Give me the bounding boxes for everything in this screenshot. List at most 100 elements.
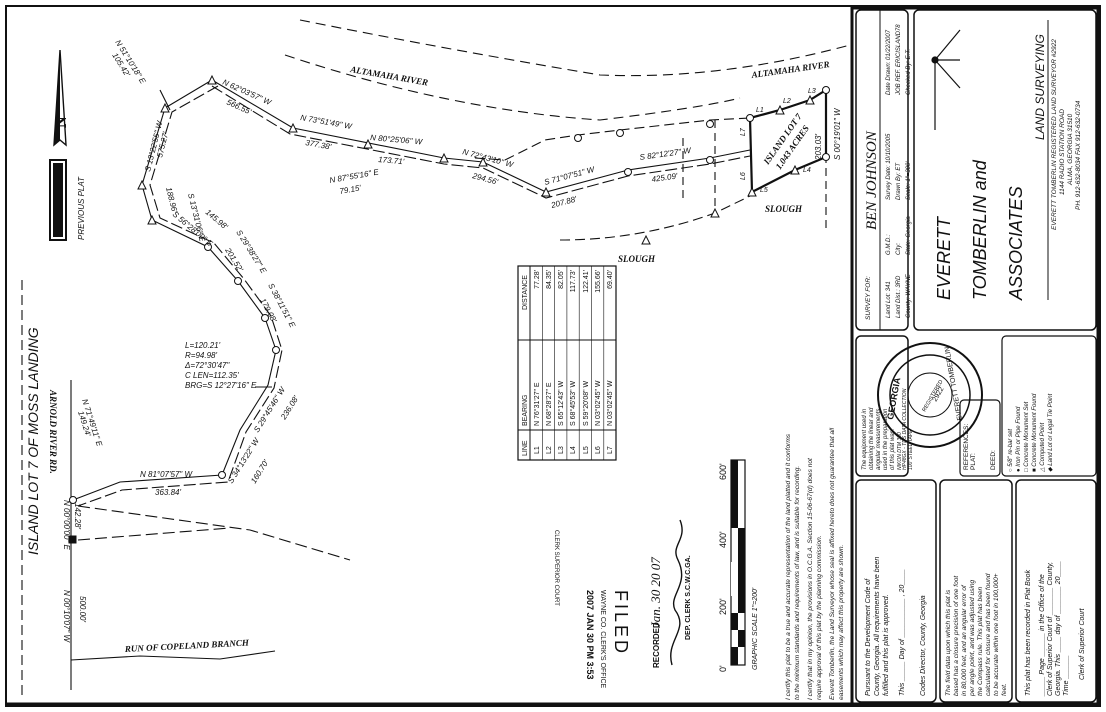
courses-8-distance: 203.03'	[814, 134, 823, 161]
map_labels-l3: L3	[808, 88, 816, 95]
title_block-closure6: calculated for closure and has been foun…	[985, 573, 992, 696]
courses-11-distance: 145.98'	[204, 208, 230, 232]
title_block-closure7: to be accurate within one foot in 100,00…	[993, 573, 1000, 696]
graphic_scale-ticks-3: 600'	[718, 463, 728, 480]
title_block-equipment_text1: The equipment used in	[862, 408, 868, 470]
title_block-equipment_text2: obtaining the linear and	[869, 407, 875, 470]
stamps-recorded_date: Jan. 30 20 07	[648, 557, 663, 628]
graphic_scale-ticks-0: 0'	[718, 665, 728, 672]
certifications-line5: Everett Tomberlin, the Land Surveyor who…	[829, 427, 836, 700]
title_block-gmd: G.M.D.:	[886, 234, 892, 255]
stamps-filed_county: WAYNE CO. CLERK'S OFFICE	[599, 590, 606, 689]
line_table-rows-5-2: 155.66'	[595, 270, 602, 293]
legend: ○ 5/8" re-bar set ● Iron Pin or Pipe Fou…	[1008, 393, 1054, 473]
courses-15-distance: 160.70'	[249, 458, 271, 485]
courses-2-bearing: N 73°51'49" W	[300, 113, 354, 131]
title_block-legend-5: ◆ Land Lot or Legal Tie Point	[1048, 393, 1054, 472]
courses-16-distance: 363.84'	[155, 488, 181, 497]
title_block-legend-0: ○ 5/8" re-bar set	[1008, 429, 1014, 472]
firm-service: LAND SURVEYING	[1033, 34, 1047, 140]
title_block-record5: Time ______	[1063, 655, 1070, 696]
courses-12-distance: 201.52'	[223, 245, 245, 273]
curve-chord-length: C LEN=112.35'	[185, 371, 239, 380]
title_block-record2: _____ Page ______ in the Office of the	[1039, 574, 1046, 697]
courses-19-distance: 500.00'	[78, 596, 87, 622]
title_block-survey_date: Survey Date: 10/10/2005	[886, 133, 892, 200]
line_table-rows-6-2: 69.40'	[607, 270, 614, 289]
title_block-closure3: in 80,000 feet, and an angular error of	[961, 584, 968, 696]
title_block-dev_code5: Codes Director, County, Georgia	[920, 595, 927, 696]
title_block-legend-1: ● Iron Pin or Pipe Found	[1016, 406, 1022, 472]
certifications-line3: I certify that in my opinion, the provis…	[807, 457, 814, 700]
line_table-rows-1-0: L2	[546, 446, 553, 454]
recorded-stamp: RECORDED Jan. 30 20 07 DEP. CLERK S.C.W.…	[648, 519, 692, 668]
tripod-icon	[931, 29, 961, 130]
graphic-scale: 0' 200' 400' 600' GRAPHIC SCALE 1"=200'	[718, 459, 759, 672]
courses-8-bearing: S 00°19'01" W	[833, 107, 842, 160]
title_block-record1: This plat has been recorded in Plat Book	[1025, 569, 1032, 696]
stamps-filed: FILED	[611, 590, 631, 656]
certifications-line4: require approval of this plat by the pla…	[816, 535, 823, 700]
map_labels-l6: L6	[740, 172, 747, 180]
title_block-equipment_list3: 100' STEEL TAPE	[908, 429, 914, 470]
line-table: LINE BEARING DISTANCE L1N 76°31'27" E77.…	[517, 265, 617, 461]
title_block-equipment_text4: used in the preparation	[883, 408, 889, 470]
title_block-state: State: Georgia	[906, 216, 912, 255]
stamps-filed_date: 2007 JAN 30 PM 3:53	[585, 590, 595, 680]
title_block-equipment_text3: angular measurements	[876, 409, 882, 470]
line_table-rows-3-2: 117.73'	[570, 270, 577, 292]
title_block-equipment_list1: NIKON DTM 300	[897, 432, 903, 470]
slough-label-1: SLOUGH	[765, 204, 803, 214]
map_labels-l2: L2	[783, 98, 791, 105]
title_block-scale: Scale: 1"=300'	[906, 161, 912, 200]
courses-3-distance: 173.71'	[378, 155, 405, 166]
title_block-firm_address1: EVERETT TOMBERLIN REGISTERED LAND SURVEY…	[1051, 39, 1058, 230]
page-border	[5, 5, 1101, 707]
line_table-rows-0-2: 77.28'	[534, 270, 541, 289]
stamps-dep_clerk: DEP. CLERK S.C.W.C.GA.	[685, 555, 692, 640]
title_block-job_ref: JOB REF. ERICISLAND78	[896, 24, 902, 96]
certification-block: I certify this plat to be a true and acc…	[785, 427, 845, 700]
table-rows: L1N 76°31'27" E77.28' L2N 68°28'27" E84.…	[533, 270, 614, 454]
line_table-rows-0-1: N 76°31'27" E	[533, 382, 541, 426]
courses-4-bearing: N 87°55'16" E	[329, 167, 380, 185]
line_table-rows-5-1: N 03°02'45" W	[594, 380, 602, 426]
title_block-closure1: The field data upon which this plat is	[945, 589, 952, 696]
line_table-rows-6-0: L7	[607, 446, 614, 454]
surveyor-seal-icon: GEORGIA EVERETT TOMBERLIN REGISTERED 292…	[877, 342, 983, 448]
curve-radius: R=94.98'	[185, 351, 217, 360]
courses-4-distance: 79.15'	[339, 183, 362, 196]
river-label-2: ALTAMAHA RIVER	[750, 59, 830, 80]
table-header-distance: DISTANCE	[522, 275, 529, 310]
firm-line-3: ASSOCIATES	[1006, 186, 1026, 301]
title_block-plat_label: PLAT:	[970, 453, 977, 470]
title_block-city: City:	[896, 243, 902, 255]
title_block-closure2: based has a closure precision of one foo…	[953, 575, 960, 696]
table-header-line: LINE	[522, 440, 529, 456]
line_table-rows-6-1: N 03°02'45" W	[606, 380, 614, 426]
line_table-rows-4-1: S 59°20'08" W	[582, 380, 590, 426]
title_block-firm_address3: ALMA, GEORGIA 31510	[1067, 113, 1074, 186]
north-arrow-icon: N PREVIOUS PLAT	[49, 49, 86, 241]
title_block-closure4: per angle point, and was adjusted using	[969, 579, 976, 697]
title_block-deed_label: DEED:	[990, 450, 997, 470]
title_block-dev_code3: fulfilled and this plat is approved.	[883, 594, 890, 696]
courses-5-distance: 294.56'	[471, 171, 500, 187]
courses-7-bearing: S 82°12'27" W	[639, 146, 693, 162]
branch-label: RUN OF COPELAND BRANCH	[124, 637, 250, 654]
title_block-references_label: REFERENCES:	[963, 424, 970, 470]
line_table-rows-1-2: 84.35'	[546, 270, 553, 289]
title_block-legend-4: △ Computed Point	[1040, 422, 1046, 473]
table-header-bearing: BEARING	[522, 394, 529, 426]
courses-19-bearing: N 00°10'07" W	[62, 590, 71, 643]
title_block-dev_code1: Pursuant to the Development Code of	[865, 578, 872, 696]
title_block-closure5: the Compass rule. This plat has been	[977, 586, 984, 696]
map-linework	[21, 19, 851, 700]
title_block-record6: Clerk of Superior Court	[1079, 607, 1086, 680]
certifications-line6: easements which may affect this property…	[838, 544, 845, 700]
firm-line-2: TOMBERLIN and	[970, 159, 990, 300]
courses-1-distance: 566.55'	[225, 98, 253, 117]
firm-line-1: EVERETT	[934, 215, 954, 300]
courses-7-distance: 425.09'	[651, 171, 678, 184]
